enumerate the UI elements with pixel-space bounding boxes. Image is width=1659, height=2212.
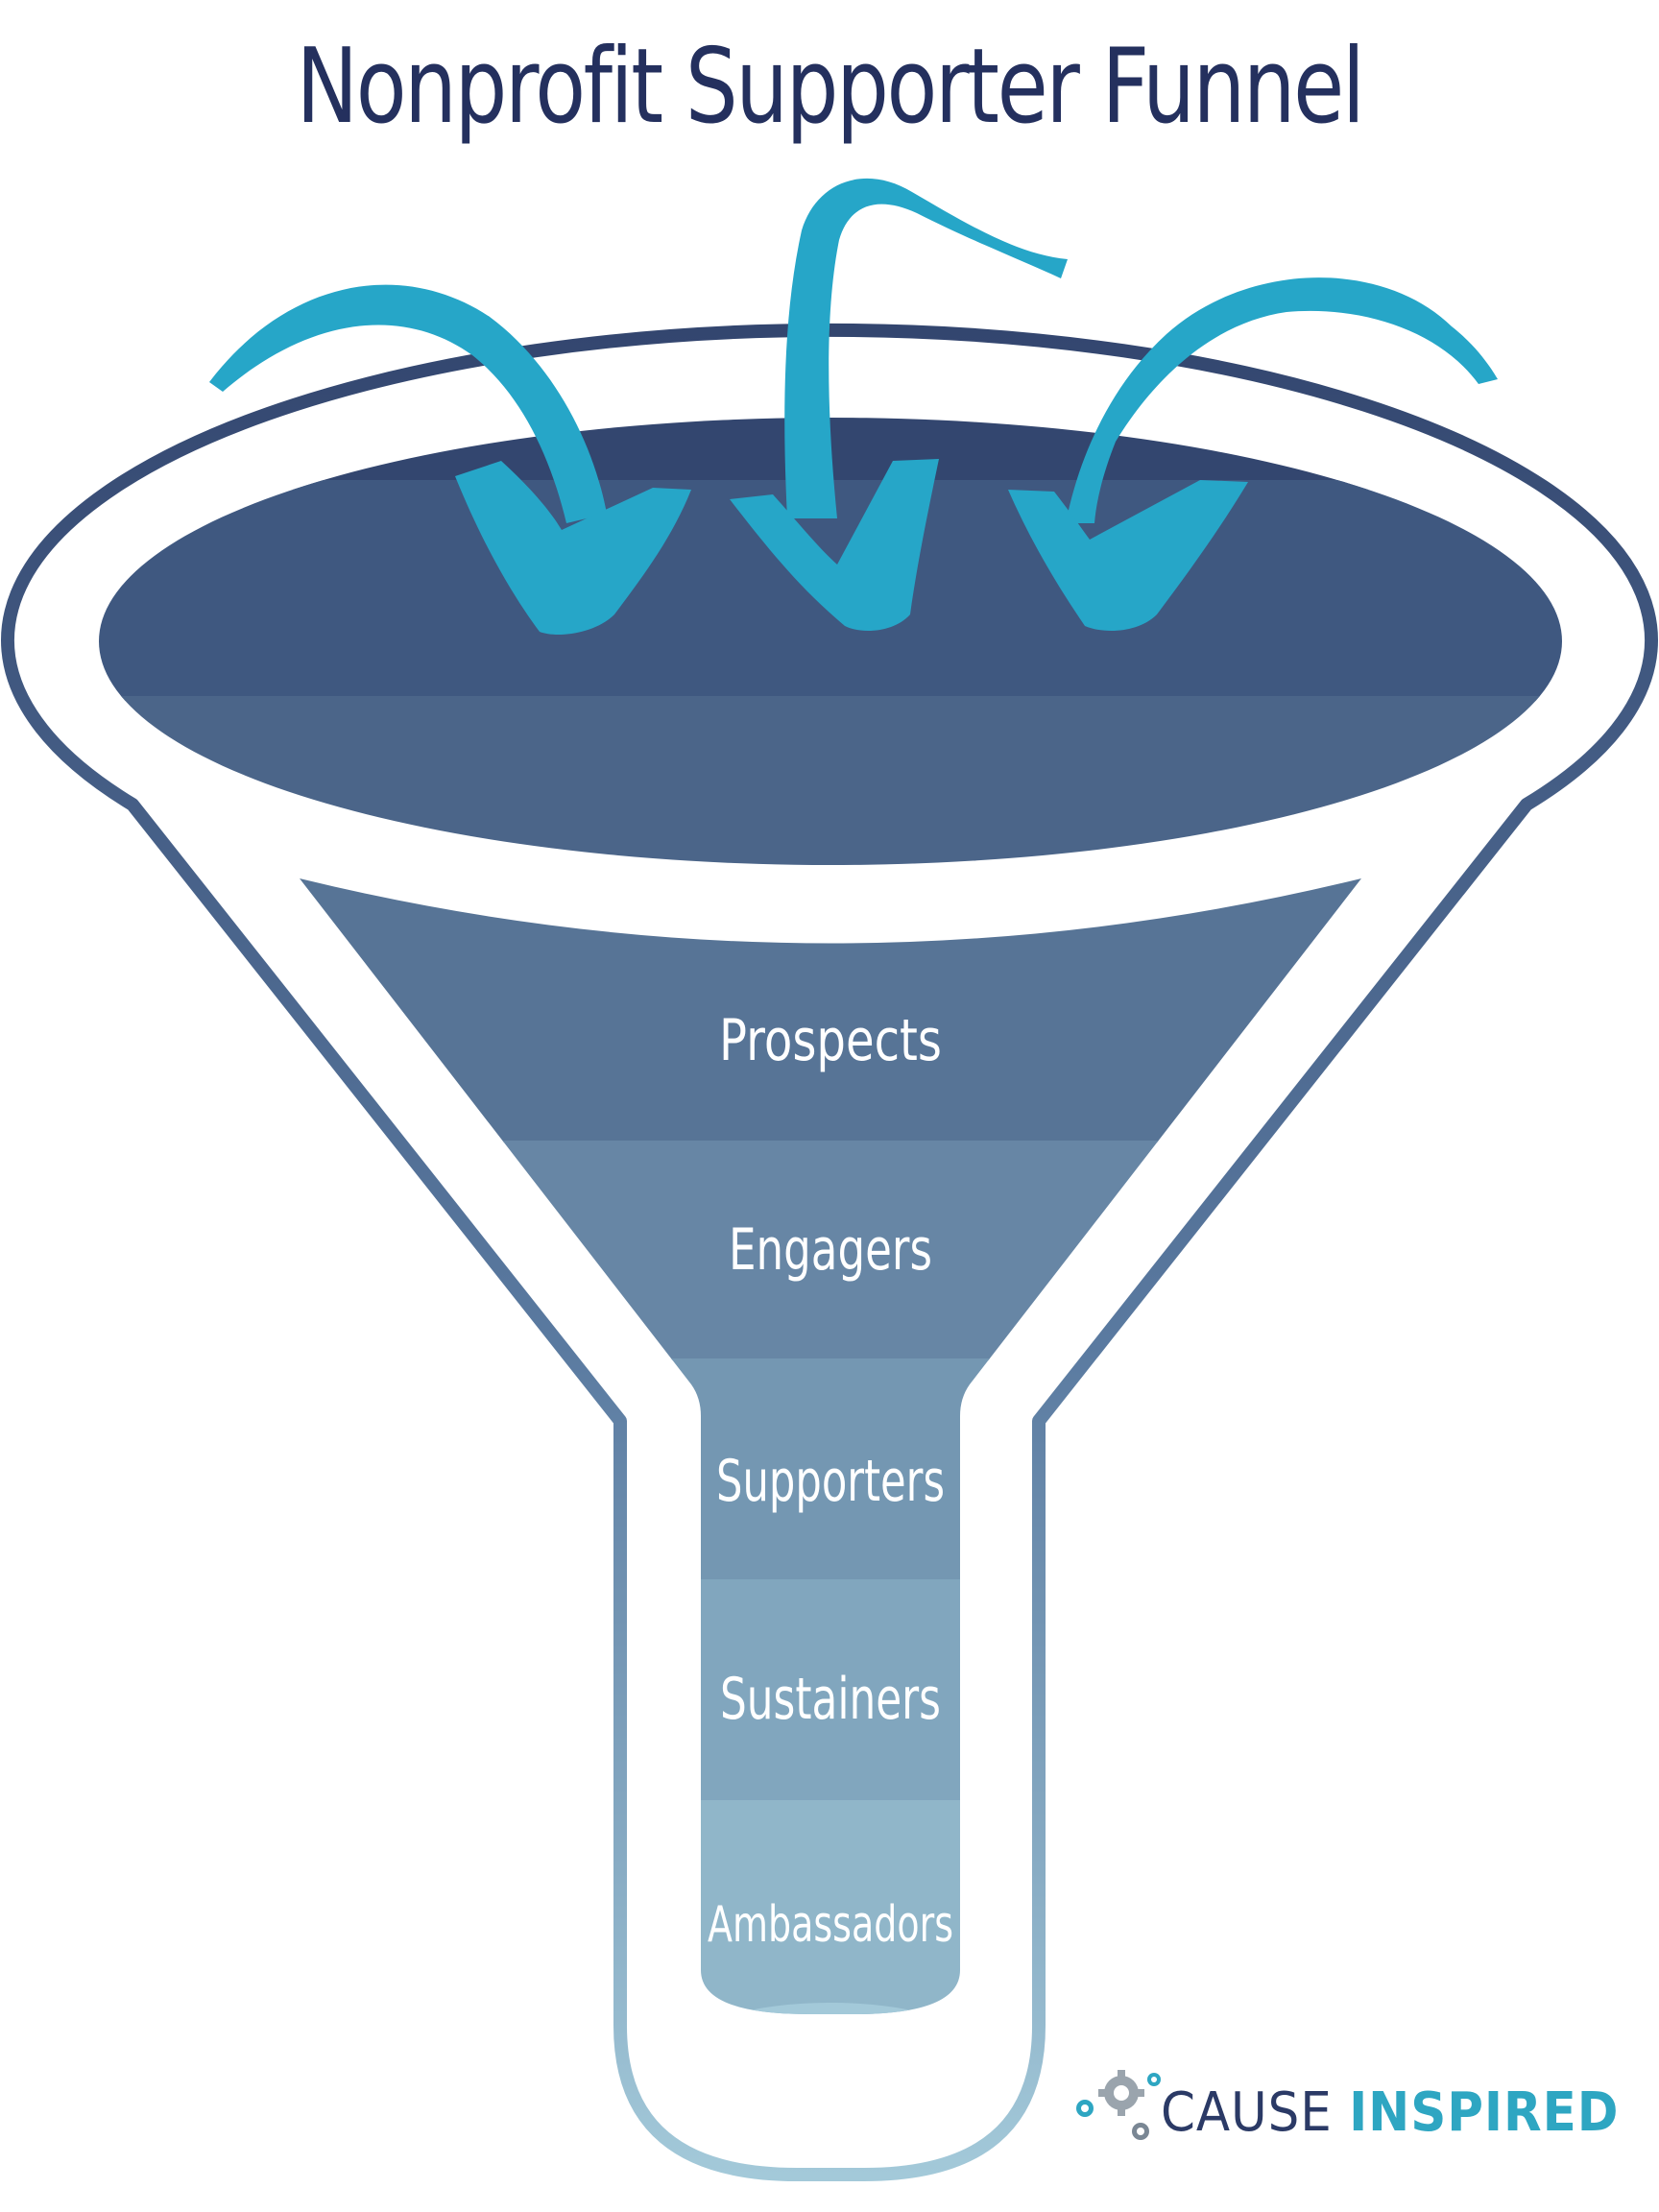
stem-bottom-pool [686,2003,974,2014]
brand-word-cause: CAUSE [1161,2081,1350,2144]
brand-word-inspired: INSPIRED [1349,2081,1620,2144]
brand-logo: CAUSE INSPIRED [1066,2064,1651,2155]
arrow-center-icon [730,178,1068,631]
stage-label-sustainers: Sustainers [720,1666,941,1733]
funnel-outline [1,323,1658,2181]
arrow-right-icon [1008,277,1498,631]
stage-band-prospects [300,878,1361,1142]
page-title: Nonprofit Supporter Funnel [296,27,1364,147]
stage-label-prospects: Prospects [719,1007,942,1074]
stage-label-engagers: Engagers [729,1216,932,1284]
brand-name: CAUSE INSPIRED [1161,2080,1619,2147]
arrow-left-icon [209,284,691,635]
stage-labels: Prospects Engagers Supporters Sustainers… [708,1007,953,1954]
stage-label-ambassadors: Ambassadors [708,1896,953,1954]
gears-icon [1076,2070,1161,2140]
stage-label-supporters: Supporters [716,1448,945,1515]
